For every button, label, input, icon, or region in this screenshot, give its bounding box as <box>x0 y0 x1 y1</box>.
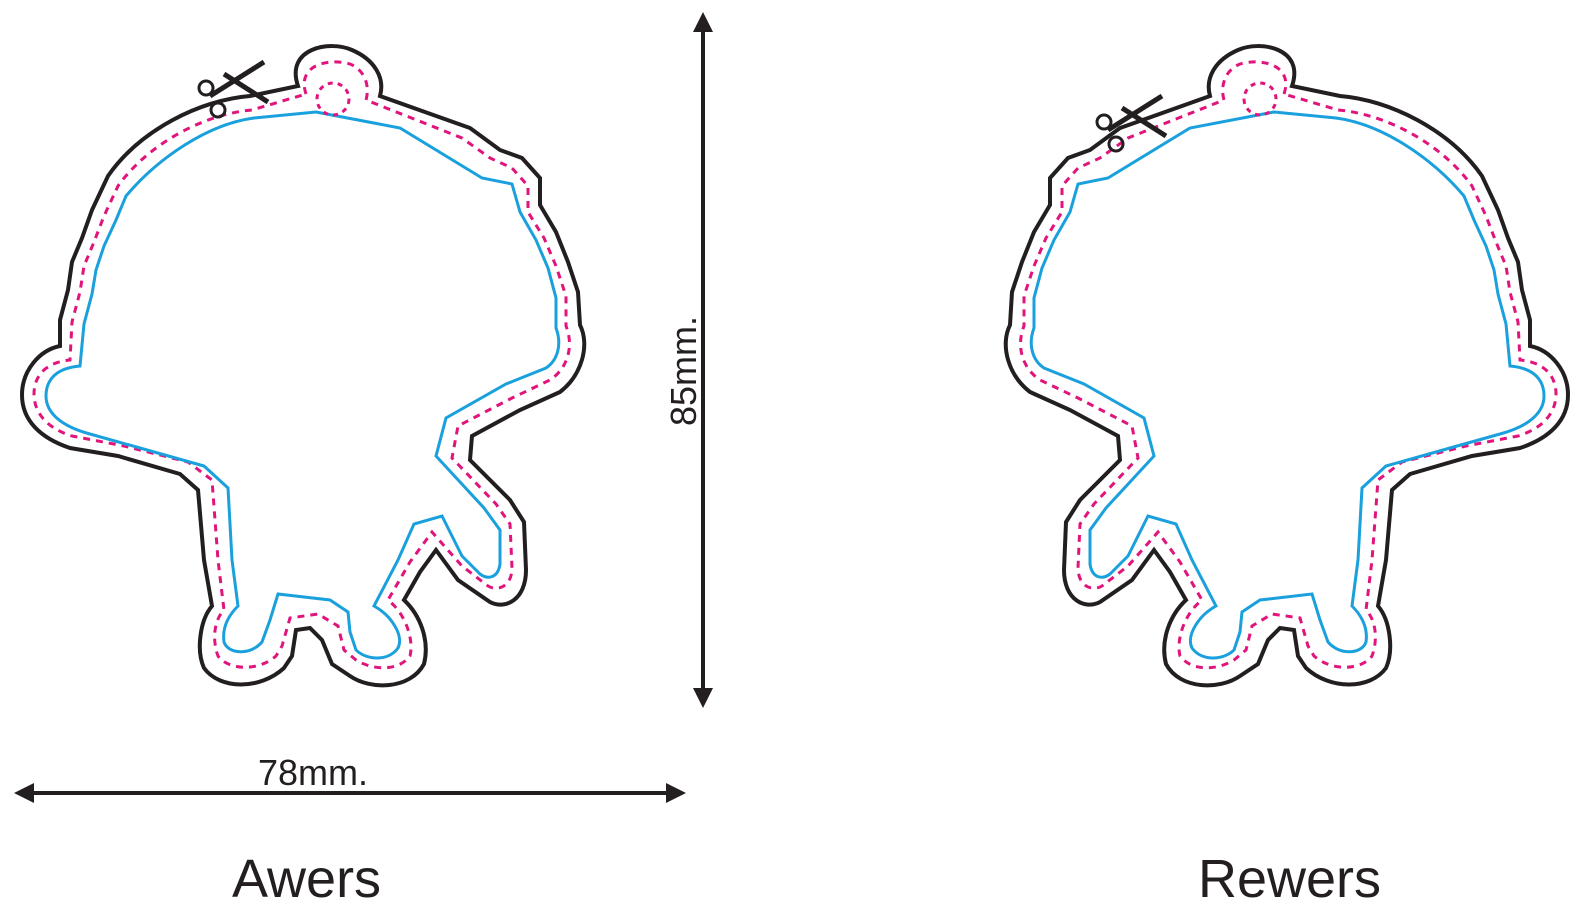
back-shape <box>1003 44 1570 688</box>
front-safe-line <box>44 110 561 660</box>
back-safe-line <box>1029 110 1546 660</box>
back-cut-outline <box>1003 44 1570 688</box>
front-shape <box>20 44 587 688</box>
height-dimension: 85mm. <box>663 12 713 708</box>
width-dimension: 78mm. <box>14 752 686 803</box>
front-cut-outline <box>20 44 587 688</box>
height-label: 85mm. <box>663 316 704 426</box>
width-label: 78mm. <box>258 752 368 793</box>
scissors-icon <box>199 62 268 117</box>
back-face-label: Rewers <box>1198 849 1382 909</box>
front-hanging-hole <box>315 81 351 117</box>
back-hanging-hole <box>1242 81 1278 117</box>
front-face-label: Awers <box>232 849 382 909</box>
